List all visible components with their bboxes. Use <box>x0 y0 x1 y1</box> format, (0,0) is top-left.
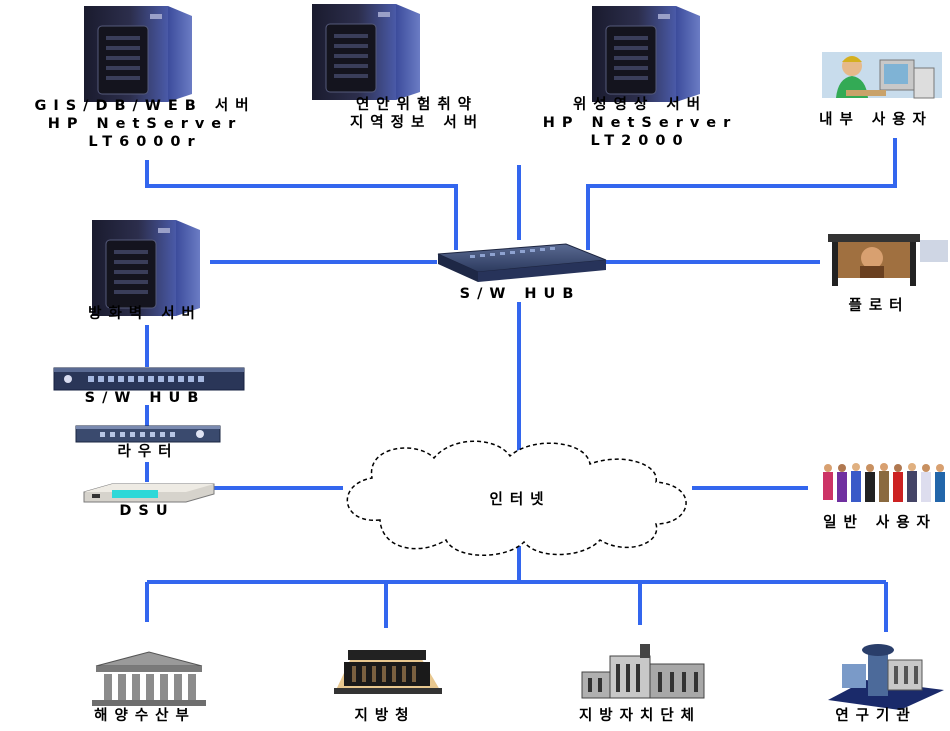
server-icon <box>591 5 701 103</box>
firewall-server-label: 방화벽 서버 <box>88 306 202 322</box>
network-links <box>145 138 897 632</box>
general-user-label: 일반 사용자 <box>823 515 937 531</box>
office-building-icon <box>334 650 442 694</box>
link-internal-user <box>586 138 897 250</box>
router-label: 라우터 <box>117 444 179 460</box>
server-icon <box>83 5 193 103</box>
internet-cloud-icon <box>346 440 687 556</box>
switch-hub-icon <box>53 367 245 391</box>
plotter-icon <box>820 232 948 286</box>
internal-user-label: 내부 사용자 <box>819 112 933 128</box>
main-hub-label: S/W HUB <box>459 286 581 302</box>
regional-office-label: 지방청 <box>354 708 416 724</box>
government-building-icon <box>92 651 206 706</box>
research-institute-icon <box>828 644 944 710</box>
internet-label: 인터넷 <box>489 492 551 508</box>
plotter-label: 플로터 <box>848 298 910 314</box>
dsu-icon <box>83 483 215 503</box>
dsu-label: DSU <box>119 503 175 519</box>
research-institute-label: 연구기관 <box>835 708 917 724</box>
server-icon <box>311 3 421 101</box>
coast-server-label: 연안위험취약 지역정보 서버 <box>349 97 485 131</box>
people-crowd-icon <box>823 463 945 502</box>
switch-hub-icon <box>437 243 607 282</box>
router-icon <box>75 425 221 443</box>
satellite-server-label: 위성영상 서버 HP NetServer LT2000 <box>542 97 738 149</box>
second-hub-label: S/W HUB <box>84 390 206 406</box>
ministry-label: 해양수산부 <box>94 708 196 724</box>
person-computer-icon <box>822 52 942 99</box>
link-gis-server <box>145 160 458 250</box>
gis-server-label: GIS/DB/WEB 서버 HP NetServer LT6000r <box>34 98 256 150</box>
local-government-label: 지방자치단체 <box>578 708 702 724</box>
server-icon <box>91 219 201 317</box>
city-hall-icon <box>581 644 705 699</box>
